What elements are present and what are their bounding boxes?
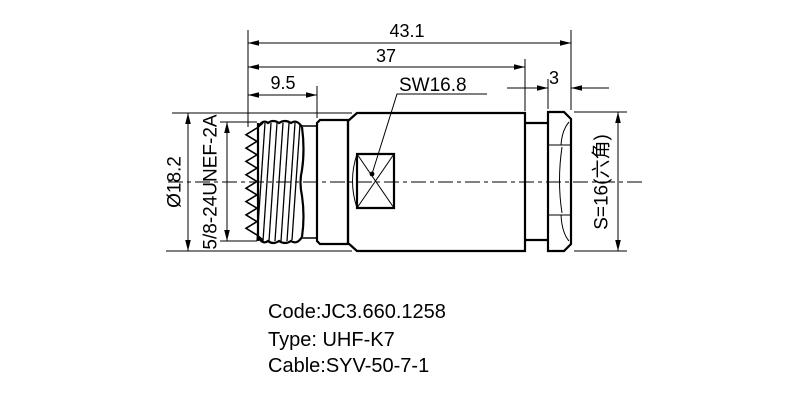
threaded-barrel-right-edge	[299, 126, 305, 238]
hex-chamfer-arc-top	[560, 121, 570, 146]
dim-hex-thickness: 3	[507, 68, 609, 91]
thread-hatch-lines	[256, 122, 301, 242]
dim-hex-size: S=16(六角)	[591, 112, 621, 251]
dim-wrench-flat: SW16.8	[371, 75, 487, 175]
extension-lines	[166, 30, 627, 252]
leader-line	[371, 93, 487, 175]
wrench-flat	[352, 152, 396, 210]
dimensions: 43.1 37 9.5 3 SW16.8	[165, 21, 627, 252]
note-cable: Cable:SYV-50-7-1	[268, 355, 429, 377]
hex-chamfer-arc-bottom	[560, 214, 570, 242]
dim-body-length: 37	[248, 46, 525, 70]
hex-chamfer-arc-middle	[559, 146, 563, 214]
dim-thread-spec: 5/8-24UNEF-2A	[201, 114, 230, 250]
note-code: Code:JC3.660.1258	[268, 301, 446, 323]
wrench-flat-cross	[356, 153, 395, 209]
title-notes: Code:JC3.660.1258 Type: UHF-K7 Cable:SYV…	[268, 301, 446, 377]
dim-overall-length-label: 43.1	[389, 21, 424, 41]
dim-hex-thickness-label: 3	[549, 68, 559, 88]
hex-nut-outline	[546, 110, 573, 253]
dim-diameter-label: Ø18.2	[165, 156, 186, 208]
note-type: Type: UHF-K7	[268, 329, 395, 351]
dim-diameter: Ø18.2	[165, 113, 191, 251]
dim-thread-spec-label: 5/8-24UNEF-2A	[201, 114, 222, 249]
dim-hex-size-label: S=16(六角)	[591, 134, 613, 230]
threaded-barrel-bottom-crests	[257, 236, 303, 245]
dim-coupling-length: 9.5	[248, 73, 317, 98]
hex-nut	[546, 110, 573, 253]
smooth-section	[302, 125, 317, 239]
connector-part	[168, 110, 646, 253]
dim-body-length-label: 37	[376, 46, 396, 66]
dim-overall-length: 43.1	[248, 21, 571, 46]
neck	[525, 121, 548, 242]
dim-coupling-length-label: 9.5	[270, 73, 295, 93]
threaded-barrel-top-crests	[257, 119, 303, 128]
wrench-flat-arc	[352, 153, 358, 209]
main-body	[346, 111, 527, 253]
dim-wrench-flat-label: SW16.8	[399, 75, 467, 96]
hex-face-lines	[548, 144, 571, 216]
